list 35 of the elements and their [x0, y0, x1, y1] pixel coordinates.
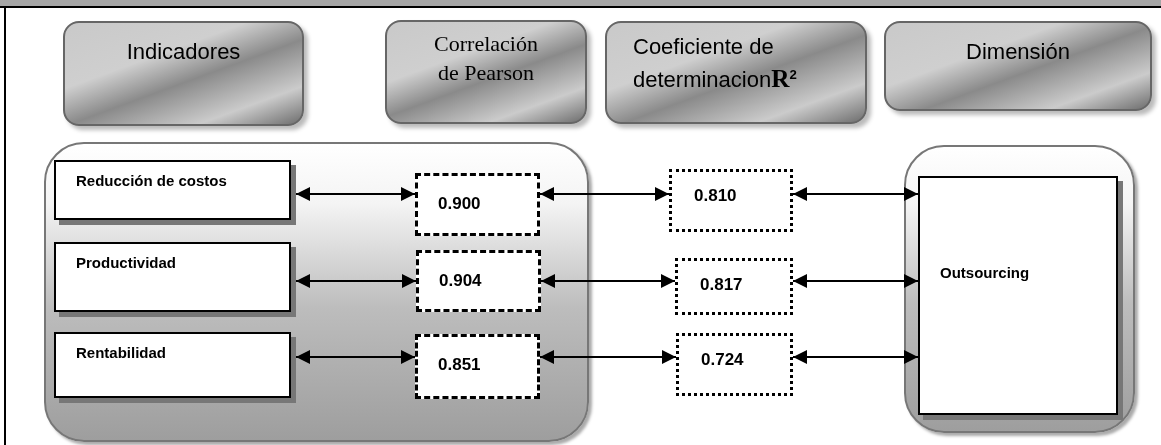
- value-box: [416, 250, 541, 312]
- header-box: [63, 21, 304, 126]
- value-text: 0.817: [700, 275, 743, 294]
- double-arrow: [295, 350, 416, 364]
- indicator-label: Productividad: [76, 254, 176, 271]
- indicator-label: Reducción de costos: [76, 172, 227, 189]
- group-panel: [904, 145, 1135, 433]
- double-arrow: [792, 187, 919, 201]
- value-box: [415, 334, 540, 399]
- header-text: Dimensión: [966, 39, 1070, 65]
- header-text: Correlación de Pearson: [433, 30, 539, 87]
- indicator-label: Rentabilidad: [76, 344, 166, 361]
- indicator-label: Outsourcing: [940, 264, 1030, 281]
- value-box: [676, 333, 793, 396]
- value-box: [415, 173, 540, 236]
- header-box: [605, 21, 867, 124]
- double-arrow: [540, 274, 676, 288]
- header-text: Indicadores: [126, 39, 241, 65]
- value-text: 0.724: [701, 350, 744, 369]
- header-box: [884, 21, 1152, 111]
- value-text: 0.900: [438, 194, 481, 213]
- header-text: Coeficiente de determinacionR$^{2}$: [633, 33, 798, 94]
- double-arrow: [539, 187, 670, 201]
- value-text: 0.810: [694, 186, 737, 205]
- double-arrow: [792, 274, 919, 288]
- double-arrow: [295, 187, 416, 201]
- double-arrow: [792, 350, 919, 364]
- value-text: 0.904: [439, 271, 482, 290]
- value-text: 0.851: [438, 355, 481, 374]
- double-arrow: [539, 350, 677, 364]
- value-box: [675, 258, 793, 315]
- value-box: [669, 169, 793, 232]
- double-arrow: [295, 274, 417, 288]
- header-box: [385, 20, 587, 124]
- group-panel: [44, 142, 589, 442]
